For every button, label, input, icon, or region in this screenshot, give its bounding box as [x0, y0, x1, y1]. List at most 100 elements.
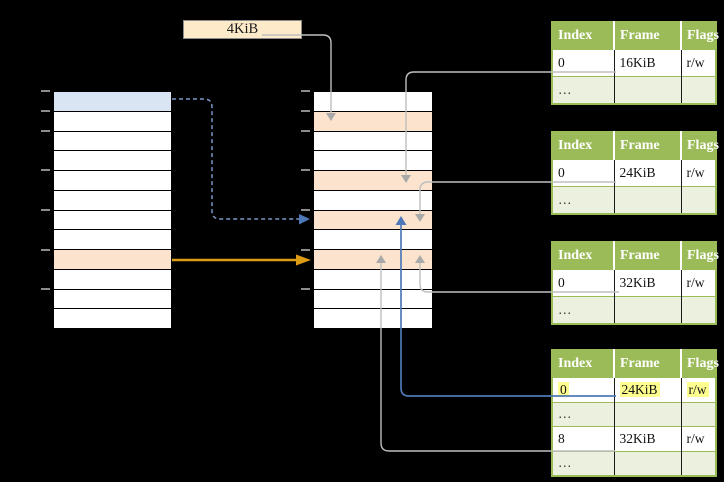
memory-row: [54, 269, 171, 290]
col-header-index: Index: [552, 242, 614, 270]
col-header-index: Index: [552, 350, 614, 378]
memory-row: [314, 92, 432, 112]
row-tick: [301, 248, 310, 251]
table-row: …: [552, 401, 716, 427]
highlighted-value: 0: [558, 381, 569, 397]
table-row: …: [552, 186, 716, 214]
memory-row: [54, 171, 171, 191]
table-cell: r/w: [680, 49, 716, 77]
table-cell: [680, 76, 716, 104]
memory-row: [54, 210, 171, 231]
table-cell: …: [552, 401, 614, 427]
row-tick: [301, 109, 310, 112]
page-size-label-box: 4KiB: [183, 20, 302, 39]
memory-row: [314, 190, 432, 211]
row-tick: [301, 208, 310, 211]
memory-row: [314, 131, 432, 152]
row-tick: [41, 248, 50, 251]
table-cell: 16KiB: [613, 49, 681, 77]
col-header-frame: Frame: [613, 242, 681, 270]
row-tick: [301, 288, 310, 291]
table-cell: r/w: [680, 426, 716, 451]
memory-row: [314, 289, 432, 310]
col-header-flags: Flags: [680, 350, 719, 378]
memory-row: [314, 151, 432, 171]
col-header-index: Index: [552, 22, 614, 50]
memory-row: [314, 250, 432, 270]
table-cell: [613, 76, 681, 104]
table-cell: …: [552, 76, 614, 104]
col-header-frame: Frame: [613, 22, 681, 50]
row-tick: [41, 169, 50, 172]
table-cell: 32KiB: [613, 269, 681, 297]
memory-row: [54, 309, 171, 328]
table-header-row: Index Frame Flags: [552, 242, 719, 270]
table-cell: 0: [552, 377, 614, 402]
col-header-frame: Frame: [613, 132, 681, 160]
memory-row: [314, 111, 432, 132]
table-row: 0 16KiB r/w: [552, 49, 716, 77]
table-cell: 0: [552, 49, 614, 77]
arrowhead-right-icon: [299, 214, 310, 225]
table-cell: r/w: [680, 159, 716, 187]
arrow-dashed-left-to-middle: [172, 98, 299, 220]
table-row: 0 32KiB r/w: [552, 269, 716, 297]
col-header-flags: Flags: [680, 22, 719, 50]
memory-row: [54, 111, 171, 132]
page-table-3: Index Frame Flags 0 32KiB r/w …: [551, 241, 719, 325]
table-cell: [613, 296, 681, 324]
memory-row: [54, 92, 171, 112]
table-cell: [613, 401, 681, 427]
memory-row: [314, 269, 432, 290]
table-header-row: Index Frame Flags: [552, 22, 719, 50]
table-cell: [680, 450, 716, 476]
highlighted-value: 24KiB: [619, 381, 660, 397]
table-cell: …: [552, 296, 614, 324]
table-header-row: Index Frame Flags: [552, 350, 719, 378]
table-cell: 24KiB: [613, 159, 681, 187]
memory-row: [54, 151, 171, 171]
col-header-flags: Flags: [680, 242, 719, 270]
row-tick: [41, 208, 50, 211]
col-header-frame: Frame: [613, 350, 681, 378]
table-cell: [613, 186, 681, 214]
table-cell: 32KiB: [613, 426, 681, 451]
row-tick: [41, 109, 50, 112]
table-cell: 0: [552, 159, 614, 187]
memory-row: [314, 309, 432, 328]
middle-memory-column: [313, 91, 433, 329]
table-cell: [680, 401, 716, 427]
row-tick: [301, 129, 310, 132]
table-row: …: [552, 296, 716, 324]
table-row: …: [552, 76, 716, 104]
memory-row: [54, 190, 171, 211]
row-tick: [301, 169, 310, 172]
table-cell: [680, 186, 716, 214]
highlighted-value: r/w: [686, 381, 709, 397]
table-row: …: [552, 450, 716, 476]
row-tick: [41, 90, 50, 92]
left-memory-column: [53, 91, 172, 329]
table-cell: r/w: [680, 377, 716, 402]
table-row-highlighted: 0 24KiB r/w: [552, 377, 716, 402]
page-table-1: Index Frame Flags 0 16KiB r/w …: [551, 21, 719, 105]
table-row: 0 24KiB r/w: [552, 159, 716, 187]
page-size-label: 4KiB: [226, 21, 259, 37]
memory-row: [314, 230, 432, 250]
table-cell: [613, 450, 681, 476]
table-cell: [680, 296, 716, 324]
page-table-4: Index Frame Flags 0 24KiB r/w … 8 32KiB …: [551, 349, 719, 477]
arrowhead-right-icon: [296, 254, 311, 266]
memory-row: [54, 131, 171, 152]
row-tick: [41, 288, 50, 291]
table-cell: …: [552, 186, 614, 214]
table-header-row: Index Frame Flags: [552, 132, 719, 160]
row-tick: [41, 129, 50, 132]
row-tick: [301, 90, 310, 92]
table-cell: 24KiB: [613, 377, 681, 402]
table-row: 8 32KiB r/w: [552, 426, 716, 451]
memory-row: [314, 171, 432, 191]
table-cell: r/w: [680, 269, 716, 297]
col-header-flags: Flags: [680, 132, 719, 160]
